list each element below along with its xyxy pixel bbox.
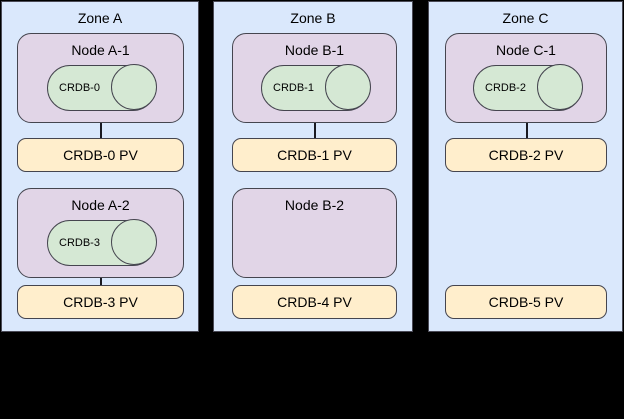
- node-b-1[interactable]: Node B-1 CRDB-1: [232, 33, 397, 123]
- database-crdb-0[interactable]: CRDB-0: [47, 64, 157, 111]
- database-crdb-3[interactable]: CRDB-3: [47, 219, 157, 266]
- pv-crdb-1[interactable]: CRDB-1 PV: [232, 138, 397, 172]
- node-a-2-title: Node A-2: [71, 197, 130, 213]
- node-a-1[interactable]: Node A-1 CRDB-0: [17, 33, 184, 123]
- cylinder-cap: [111, 219, 157, 265]
- zone-b: Zone B Node B-1 CRDB-1 CRDB-1 PV Node B-…: [213, 1, 413, 332]
- node-c-1-title: Node C-1: [496, 42, 556, 58]
- database-crdb-2[interactable]: CRDB-2: [473, 64, 583, 111]
- node-a-1-title: Node A-1: [71, 42, 130, 58]
- pv-crdb-3[interactable]: CRDB-3 PV: [17, 285, 184, 319]
- zone-c-title: Zone C: [502, 10, 549, 26]
- node-a-2[interactable]: Node A-2 CRDB-3: [17, 188, 184, 278]
- node-b-2[interactable]: Node B-2: [232, 188, 397, 278]
- pv-crdb-2[interactable]: CRDB-2 PV: [445, 138, 607, 172]
- zone-a: Zone A Node A-1 CRDB-0 CRDB-0 PV Node A-…: [1, 1, 199, 332]
- cylinder-cap: [537, 64, 583, 110]
- cylinder-cap: [325, 64, 371, 110]
- connector-node-b-1-to-crdb-1-pv: [314, 123, 316, 138]
- database-crdb-1[interactable]: CRDB-1: [261, 64, 371, 111]
- database-crdb-3-label: CRDB-3: [59, 236, 100, 249]
- zone-c: Zone C Node C-1 CRDB-2 CRDB-2 PV CRDB-5 …: [428, 1, 623, 332]
- zone-b-title: Zone B: [290, 10, 336, 26]
- pv-crdb-4[interactable]: CRDB-4 PV: [232, 285, 397, 319]
- database-crdb-1-label: CRDB-1: [273, 81, 314, 94]
- connector-node-a-1-to-crdb-0-pv: [100, 123, 102, 138]
- connector-node-a-2-to-crdb-3-pv: [100, 278, 102, 285]
- node-b-2-title: Node B-2: [284, 197, 345, 213]
- pv-crdb-5[interactable]: CRDB-5 PV: [445, 285, 607, 319]
- cylinder-cap: [111, 64, 157, 110]
- node-c-1[interactable]: Node C-1 CRDB-2: [445, 33, 607, 123]
- database-crdb-2-label: CRDB-2: [485, 81, 526, 94]
- connector-node-c-1-to-crdb-2-pv: [526, 123, 528, 138]
- node-b-1-title: Node B-1: [284, 42, 345, 58]
- pv-crdb-0[interactable]: CRDB-0 PV: [17, 138, 184, 172]
- database-crdb-0-label: CRDB-0: [59, 81, 100, 94]
- zone-a-title: Zone A: [77, 10, 123, 26]
